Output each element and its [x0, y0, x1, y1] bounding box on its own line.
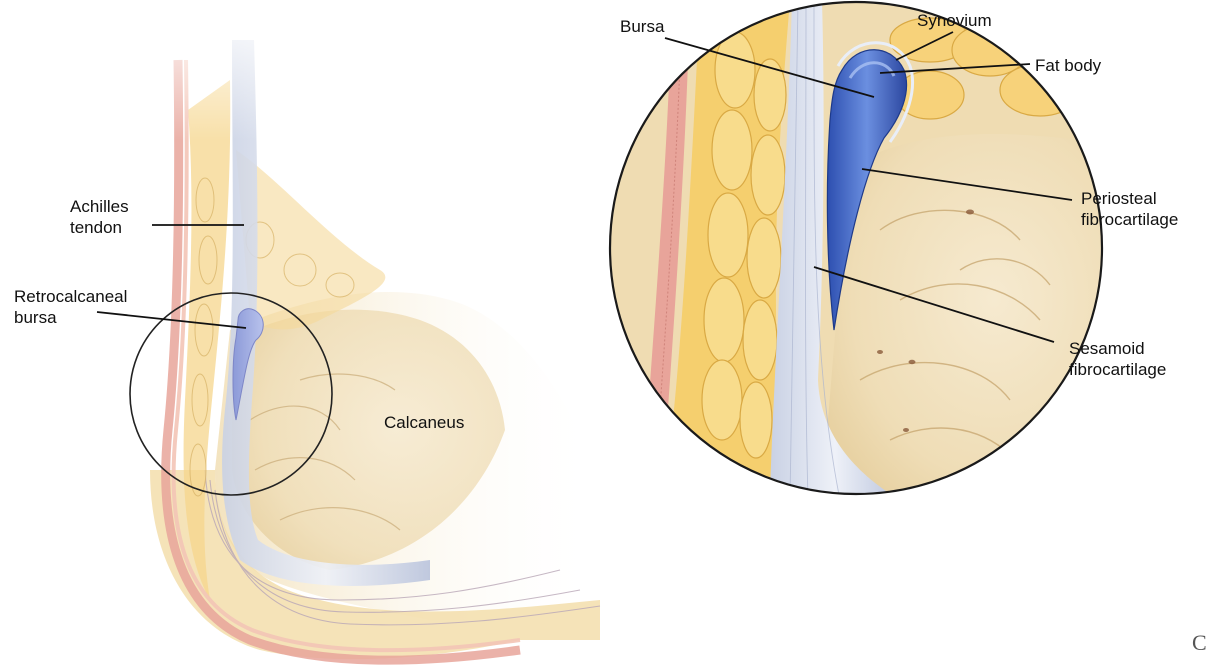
panel-letter: C — [1192, 630, 1207, 656]
heel-illustration — [130, 0, 610, 660]
label-sesamoid-fibrocartilage: Sesamoid fibrocartilage — [1069, 338, 1166, 380]
label-calcaneus: Calcaneus — [384, 412, 464, 433]
top-fade — [150, 0, 610, 140]
magnified-view — [600, 0, 1120, 520]
label-achilles-tendon: Achilles tendon — [70, 196, 129, 238]
label-synovium: Synovium — [917, 10, 992, 31]
label-fat-body: Fat body — [1035, 55, 1101, 76]
label-bursa: Bursa — [620, 16, 664, 37]
label-retrocalcaneal-bursa: Retrocalcaneal bursa — [14, 286, 127, 328]
label-periosteal-fibrocartilage: Periosteal fibrocartilage — [1081, 188, 1178, 230]
